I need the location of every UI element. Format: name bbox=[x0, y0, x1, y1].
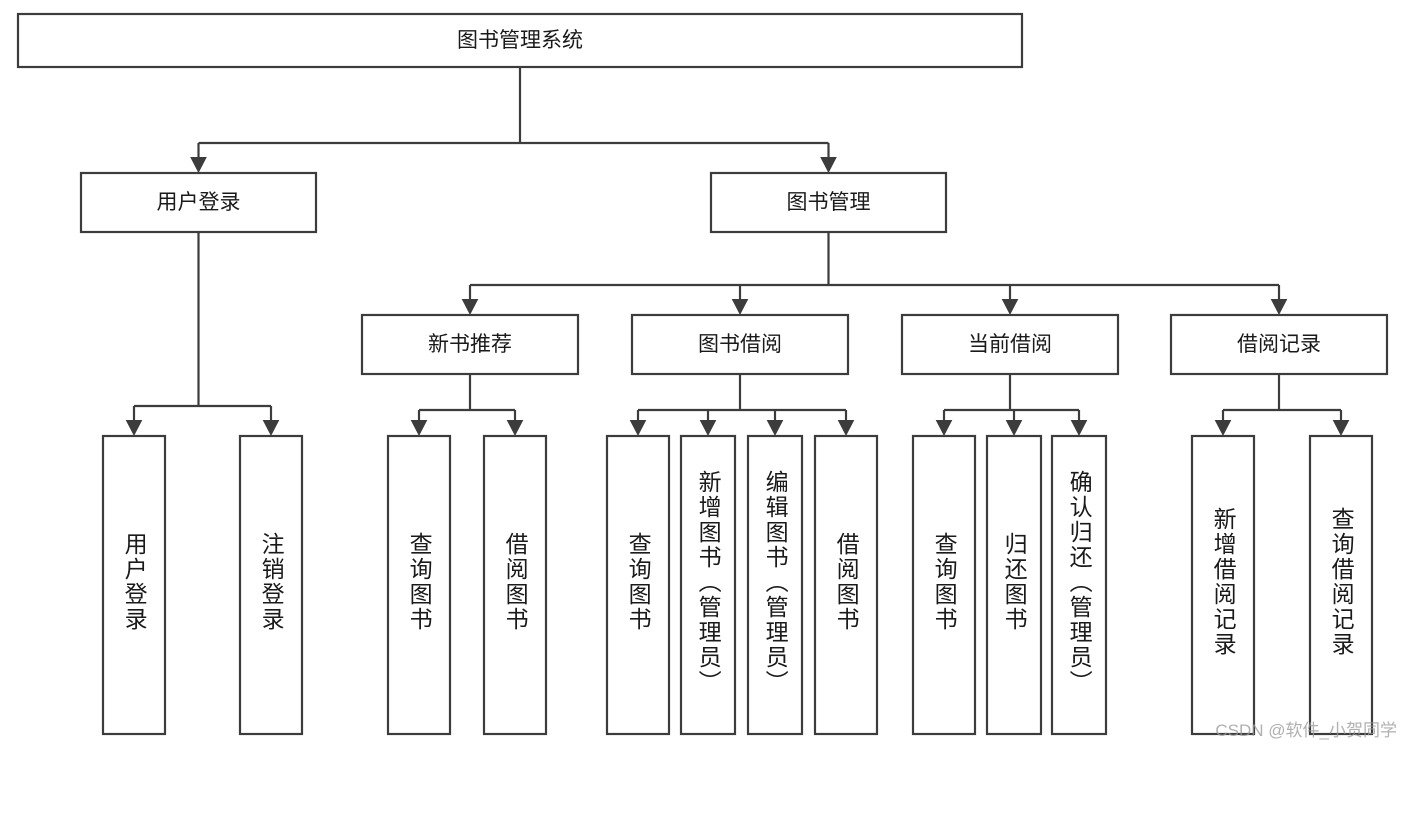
edge-group-from-current-borrow bbox=[935, 374, 1088, 436]
node-box-borrow-record[interactable] bbox=[1169, 313, 1389, 376]
node-label-new-book-rec: 新书推荐 bbox=[428, 333, 512, 356]
node-box-leaf-logout[interactable] bbox=[238, 434, 304, 736]
node-box-leaf-query-book-2[interactable] bbox=[605, 434, 671, 736]
node-box-leaf-add-book[interactable] bbox=[679, 434, 737, 736]
node-box-leaf-borrow-book-1[interactable] bbox=[482, 434, 548, 736]
edges-layer bbox=[125, 67, 1350, 436]
edge-group-from-new-book-rec bbox=[410, 374, 524, 436]
node-box-root[interactable] bbox=[16, 12, 1024, 69]
boxes-layer bbox=[16, 12, 1389, 736]
node-box-leaf-return-book[interactable] bbox=[985, 434, 1043, 736]
node-box-current-borrow[interactable] bbox=[900, 313, 1120, 376]
node-label-book-borrow: 图书借阅 bbox=[698, 333, 782, 356]
node-box-leaf-confirm-return[interactable] bbox=[1050, 434, 1108, 736]
node-box-user-login[interactable] bbox=[79, 171, 318, 234]
node-label-book-manage: 图书管理 bbox=[787, 191, 871, 214]
edge-group-from-book-borrow bbox=[629, 374, 855, 436]
node-box-leaf-query-book-3[interactable] bbox=[911, 434, 977, 736]
node-label-current-borrow: 当前借阅 bbox=[968, 333, 1052, 356]
node-box-book-manage[interactable] bbox=[709, 171, 948, 234]
edge-group-from-root bbox=[190, 67, 837, 173]
node-box-book-borrow[interactable] bbox=[630, 313, 850, 376]
node-label-borrow-record: 借阅记录 bbox=[1237, 333, 1321, 356]
node-label-user-login: 用户登录 bbox=[157, 191, 241, 214]
diagram-canvas: 图书管理系统用户登录图书管理新书推荐图书借阅当前借阅借阅记录 用户登录注销登录查… bbox=[16, 12, 1397, 740]
node-box-leaf-borrow-book-2[interactable] bbox=[813, 434, 879, 736]
edge-group-from-book-manage bbox=[461, 232, 1288, 315]
edge-group-from-borrow-record bbox=[1214, 374, 1350, 436]
node-box-leaf-user-login[interactable] bbox=[101, 434, 167, 736]
edge-group-from-user-login bbox=[125, 232, 280, 436]
node-box-leaf-edit-book[interactable] bbox=[746, 434, 804, 736]
node-label-root: 图书管理系统 bbox=[457, 29, 583, 52]
node-box-leaf-query-book-1[interactable] bbox=[386, 434, 452, 736]
node-box-new-book-rec[interactable] bbox=[360, 313, 580, 376]
node-box-leaf-query-record[interactable] bbox=[1308, 434, 1374, 736]
node-box-leaf-add-record[interactable] bbox=[1190, 434, 1256, 736]
